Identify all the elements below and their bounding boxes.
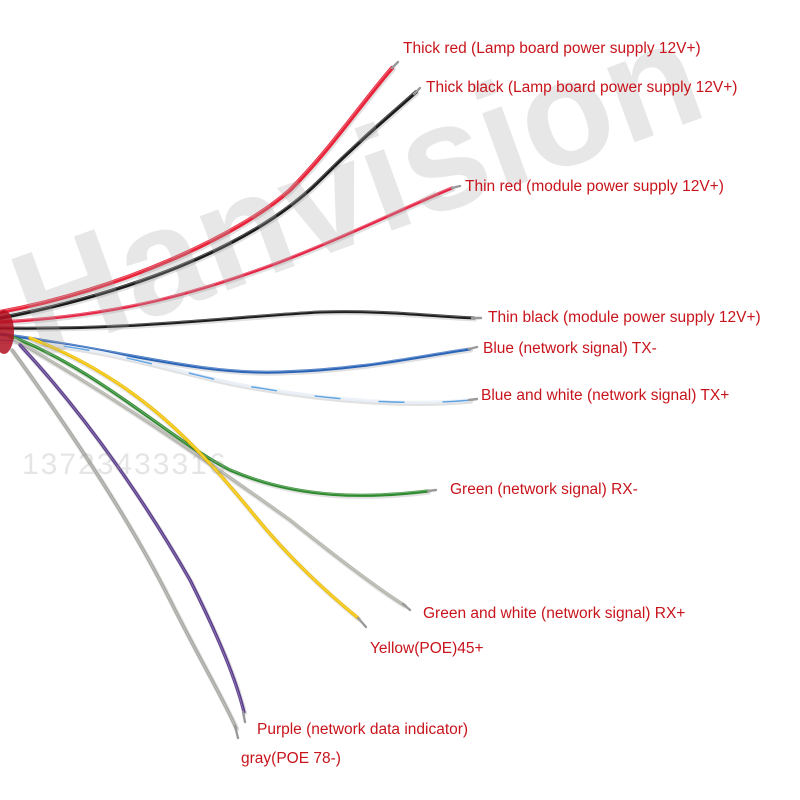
wire-stripe-blue-white	[0, 339, 471, 404]
wire-highlight-thin-red	[0, 186, 452, 322]
wire-highlight-thick-black	[0, 90, 416, 318]
label-thin-black: Thin black (module power supply 12V+)	[488, 309, 761, 326]
wire-highlight-blue	[0, 332, 470, 372]
cable-bundle-end	[0, 310, 14, 354]
label-blue: Blue (network signal) TX-	[483, 340, 657, 357]
label-thin-red: Thin red (module power supply 12V+)	[465, 178, 724, 195]
wire-tip-thick-black	[412, 86, 422, 96]
wire-tip-purple	[241, 710, 247, 724]
wire-tip-thin-red	[450, 184, 462, 190]
wire-highlight-thin-black	[0, 310, 474, 328]
wire-purple	[18, 343, 246, 714]
wire-tip-green-white	[401, 602, 412, 612]
wire-highlight-gray	[11, 348, 236, 728]
wire-tip-green	[426, 488, 438, 493]
wire-tip-blue	[467, 345, 479, 351]
wire-highlight-green	[9, 334, 428, 495]
wire-thin-red	[0, 186, 454, 324]
label-gray: gray(POE 78-)	[241, 750, 341, 767]
label-yellow: Yellow(POE)45+	[370, 640, 484, 657]
wire-thick-black	[0, 90, 418, 320]
wire-thick-red	[0, 65, 395, 315]
label-purple: Purple (network data indicator)	[257, 721, 469, 738]
wire-tip-yellow	[356, 616, 368, 629]
wire-blue	[0, 332, 472, 374]
label-green: Green (network signal) RX-	[450, 481, 638, 498]
wire-highlight-yellow	[29, 336, 358, 618]
wire-highlight-green-white	[14, 338, 404, 605]
wire-thin-black	[0, 310, 476, 330]
wire-tip-gray	[233, 724, 240, 740]
wire-highlight-thick-red	[0, 66, 392, 312]
wire-green	[8, 334, 430, 497]
wire-highlight-blue-white	[0, 338, 470, 402]
wire-tip-thick-red	[390, 60, 400, 70]
wire-yellow	[28, 336, 360, 620]
wires-group	[0, 65, 478, 732]
label-thick-red: Thick red (Lamp board power supply 12V+)	[403, 40, 701, 57]
wire-gray	[10, 348, 238, 730]
wire-highlight-purple	[19, 343, 244, 712]
label-blue-white: Blue and white (network signal) TX+	[481, 387, 730, 404]
wire-tip-blue-white	[467, 397, 479, 402]
label-green-white: Green and white (network signal) RX+	[423, 605, 686, 622]
watermark-phone: 13723433316	[22, 448, 228, 481]
label-thick-black: Thick black (Lamp board power supply 12V…	[426, 79, 738, 96]
wire-green-white	[13, 338, 406, 607]
